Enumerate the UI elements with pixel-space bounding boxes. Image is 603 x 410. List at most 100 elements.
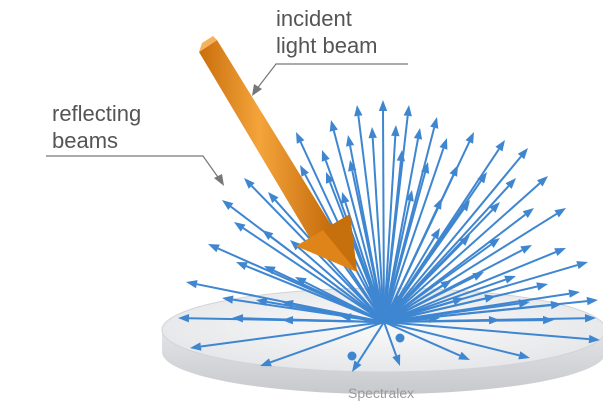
reflected-beam-line [242,227,385,323]
reflected-beam-dot [395,333,405,343]
reflected-beam-arrowhead [537,176,548,187]
reflected-beam-line [270,321,385,364]
reflected-beam-line [383,172,427,323]
reflected-beam-line [344,202,385,323]
reflected-beam-line [383,148,445,323]
incident-label-line2: light beam [276,33,378,58]
reflected-beam-arrowhead [477,172,487,184]
reflected-beam-line [383,321,520,357]
reflected-beam-arrowhead [186,280,198,289]
reflected-beam-arrowhead [282,300,294,309]
reflected-beam-arrowhead [190,342,202,351]
reflected-beam-arrowhead [584,314,596,323]
reflected-beam-dot [393,295,403,305]
reflected-beam-arrowhead [489,202,500,213]
reflected-beam-arrowhead [295,277,307,286]
reflected-beam-line [383,155,522,323]
reflected-beam-line [357,115,385,323]
reflected-beam-arrowhead [421,162,430,174]
reflected-beam-arrowhead [244,178,255,189]
reflected-beam-line [292,319,385,323]
reflected-beam-arrowhead [472,272,484,281]
reflected-beams [178,100,600,372]
reflected-beam-line [270,235,385,323]
reflected-beam-arrowhead [403,105,412,117]
reflected-beam-arrowhead [484,294,496,303]
incident-beam-head-shade [323,214,357,272]
reflected-beam-arrowhead [522,208,534,218]
reflected-beam-arrowhead [518,299,530,308]
reflected-beam-arrowhead [348,160,357,172]
reflected-beam-arrowhead [550,300,562,310]
reflected-beam-arrowhead [433,198,442,210]
reflected-beam-arrowhead [264,266,276,275]
reflected-beam-arrowhead [222,200,234,210]
reflected-beam-arrowhead [256,297,268,306]
reflected-beam-arrowhead [554,248,566,256]
reflected-beam-line [304,281,385,323]
reflected-beam-arrowhead [588,334,600,344]
reflected-beam-arrowhead [439,138,448,150]
reflected-beam-arrowhead [495,140,505,152]
reflected-beam-arrowhead [430,117,439,129]
reflecting-label-line1: reflecting [52,101,142,126]
reflected-beam-arrowhead [391,125,400,137]
reflected-beam-arrowhead [208,244,220,253]
reflected-beam-line [383,276,475,323]
reflected-beam-arrowhead [488,238,500,248]
reflected-beam-line [383,236,436,323]
reflected-beam-arrowhead [449,165,458,177]
reflected-beam-line [383,321,590,341]
reflected-beam-line [383,284,444,323]
reflected-beam-line [274,199,385,323]
reflected-beam-arrowhead [232,314,244,323]
reflected-beam-arrowhead [536,282,548,291]
reflected-beam-arrowhead [282,316,294,325]
reflected-beam-line [200,321,385,348]
reflected-beam-arrowhead [260,358,272,367]
reflected-beam-arrowhead [518,351,530,360]
reflected-beam-arrowhead [340,313,352,322]
leader-lines [46,63,408,186]
reflected-beam-line [383,200,411,323]
reflected-beam-arrowhead [458,351,470,360]
reflected-beam-line [383,251,557,323]
incident-beam [199,36,357,272]
incident-label-line1: incident [276,6,352,31]
incident-leader-arrowhead [252,84,262,96]
reflected-beam-line [383,160,402,323]
reflected-beam-arrowhead [346,135,355,147]
reflected-beam-line [371,137,385,323]
reflected-beam-arrowhead [520,245,532,254]
reflected-beam-arrowhead [329,120,338,132]
reflected-beam-line [351,170,385,323]
reflected-beam-line [383,242,464,323]
reflected-beam-arrowhead [326,172,334,184]
reflected-beam-arrowhead [352,360,362,372]
reflected-beam-line [383,321,461,357]
reflect-leader-arrowhead [214,174,224,186]
reflected-beam-arrowhead [268,192,279,203]
reflected-beam-arrowhead [341,192,350,204]
reflected-beam-line [383,135,397,323]
reflected-beam-arrowhead [568,289,580,298]
reflected-beam-arrowhead [430,228,440,240]
reflected-beam-arrowhead [586,296,598,306]
reflected-beam-arrowhead [405,190,414,202]
reflected-beam-arrowhead [236,262,248,270]
reflected-beam-line [383,297,486,323]
reflected-beam-arrowhead [262,230,274,240]
reflected-beam-line [382,110,385,323]
reflected-beam-arrowhead [517,148,528,160]
watermark-text: Spectralex [348,385,415,401]
reflected-beam-arrowhead [354,105,363,117]
reflected-beam-arrowhead [543,315,554,325]
reflecting-surface [161,287,603,394]
reflected-beam-arrowhead [460,200,470,212]
incident-beam-shaft [199,40,333,240]
reflected-beam-arrowhead [505,178,516,189]
reflected-beam-arrowhead [440,280,452,290]
reflected-beam-arrowhead [576,261,588,270]
reflected-beam-arrowhead [300,165,309,177]
